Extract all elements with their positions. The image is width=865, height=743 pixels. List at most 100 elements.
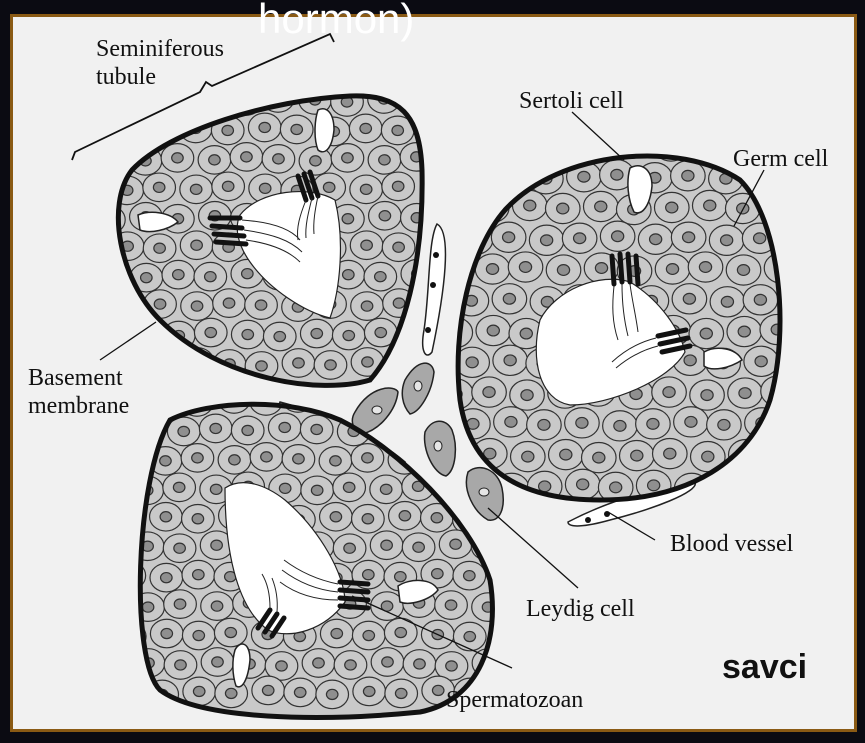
cell-nucleus bbox=[614, 420, 626, 431]
cell-nucleus bbox=[104, 271, 116, 281]
cell-nucleus bbox=[431, 513, 443, 523]
cell-nucleus bbox=[685, 416, 697, 427]
cell-nucleus bbox=[703, 139, 715, 150]
cell-nucleus bbox=[520, 328, 532, 339]
cell-nucleus bbox=[410, 96, 422, 106]
cell-nucleus bbox=[103, 154, 115, 164]
cell-nucleus bbox=[276, 661, 288, 671]
germ-cell bbox=[762, 437, 797, 467]
germ-cell bbox=[144, 351, 177, 380]
cell-nucleus bbox=[665, 141, 677, 152]
cell-nucleus bbox=[719, 481, 731, 492]
cell-nucleus bbox=[412, 425, 424, 435]
germ-cell bbox=[439, 379, 474, 409]
cell-nucleus bbox=[557, 203, 569, 214]
cell-nucleus bbox=[519, 262, 531, 273]
cell-nucleus bbox=[294, 687, 306, 697]
cell-nucleus bbox=[344, 543, 356, 553]
cell-nucleus bbox=[174, 543, 186, 553]
author-watermark: savci bbox=[722, 648, 807, 687]
cell-nucleus bbox=[521, 390, 533, 401]
cell-nucleus bbox=[700, 328, 712, 339]
cell-nucleus bbox=[758, 171, 770, 182]
cell-nucleus bbox=[210, 423, 222, 433]
germ-cell bbox=[474, 192, 509, 222]
cell-nucleus bbox=[211, 540, 223, 550]
cell-nucleus bbox=[595, 263, 607, 274]
cell-nucleus bbox=[326, 689, 338, 699]
cell-nucleus bbox=[211, 601, 223, 611]
germ-cell bbox=[491, 161, 526, 191]
germ-cell bbox=[438, 317, 473, 347]
cell-nucleus bbox=[627, 138, 639, 149]
label-blood-vessel: Blood vessel bbox=[670, 531, 794, 557]
cell-nucleus bbox=[577, 479, 589, 490]
cell-nucleus bbox=[311, 485, 323, 495]
cell-nucleus bbox=[158, 126, 170, 136]
cell-nucleus bbox=[124, 687, 136, 697]
cell-nucleus bbox=[738, 326, 750, 337]
cell-nucleus bbox=[311, 424, 323, 434]
cell-nucleus bbox=[262, 685, 274, 695]
cell-nucleus bbox=[225, 688, 237, 698]
cell-nucleus bbox=[325, 360, 337, 370]
cell-nucleus bbox=[343, 270, 355, 280]
cell-nucleus bbox=[574, 233, 586, 244]
cell-nucleus bbox=[464, 631, 476, 641]
cell-nucleus bbox=[205, 327, 217, 337]
cell-nucleus bbox=[174, 599, 186, 609]
cell-nucleus bbox=[556, 142, 568, 153]
cell-nucleus bbox=[122, 302, 134, 312]
germ-cell bbox=[93, 322, 126, 351]
cell-nucleus bbox=[448, 204, 460, 215]
cell-nucleus bbox=[647, 418, 659, 429]
cell-nucleus bbox=[178, 426, 190, 436]
cell-nucleus bbox=[161, 573, 173, 583]
cell-nucleus bbox=[361, 240, 373, 250]
cell-nucleus bbox=[541, 235, 553, 246]
cell-nucleus bbox=[381, 540, 393, 550]
cell-nucleus bbox=[648, 480, 660, 491]
label-spermatozoan: Spermatozoan bbox=[446, 687, 583, 713]
cell-nucleus bbox=[684, 355, 696, 366]
cell-nucleus bbox=[538, 419, 550, 430]
germ-cell bbox=[745, 469, 780, 499]
label-seminiferous-line2: tubule bbox=[96, 64, 156, 90]
cell-nucleus bbox=[503, 293, 515, 304]
cell-nucleus bbox=[486, 202, 498, 213]
cell-nucleus bbox=[343, 482, 355, 492]
cell-nucleus bbox=[704, 200, 716, 211]
germ-cell bbox=[110, 115, 143, 144]
cell-nucleus bbox=[272, 93, 284, 103]
cell-nucleus bbox=[380, 484, 392, 494]
cell-nucleus bbox=[255, 300, 267, 310]
cell-nucleus bbox=[595, 201, 607, 212]
cell-nucleus bbox=[701, 390, 713, 401]
cell-nucleus bbox=[721, 235, 733, 246]
germ-cell bbox=[130, 415, 163, 444]
germ-cell bbox=[112, 445, 145, 474]
cell-nucleus bbox=[505, 416, 517, 427]
cell-nucleus bbox=[292, 393, 304, 403]
cell-nucleus bbox=[155, 360, 167, 370]
cell-nucleus bbox=[379, 211, 391, 221]
cell-nucleus bbox=[141, 328, 153, 338]
cell-nucleus bbox=[394, 359, 406, 369]
germ-cell bbox=[707, 471, 742, 501]
cell-nucleus bbox=[141, 424, 153, 434]
cell-nucleus bbox=[124, 571, 136, 581]
cell-nucleus bbox=[504, 355, 516, 366]
cell-nucleus bbox=[311, 328, 323, 338]
cell-nucleus bbox=[482, 541, 494, 551]
cell-nucleus bbox=[395, 627, 407, 637]
cell-nucleus bbox=[375, 272, 387, 282]
label-basement-line1: Basement bbox=[28, 365, 123, 391]
germ-cell bbox=[218, 385, 251, 414]
cell-nucleus bbox=[432, 685, 444, 695]
cell-nucleus bbox=[242, 329, 254, 339]
cell-nucleus bbox=[363, 686, 375, 696]
germ-cell bbox=[436, 128, 471, 158]
cell-nucleus bbox=[392, 125, 404, 135]
cell-nucleus bbox=[739, 388, 751, 399]
cell-nucleus bbox=[241, 152, 253, 162]
